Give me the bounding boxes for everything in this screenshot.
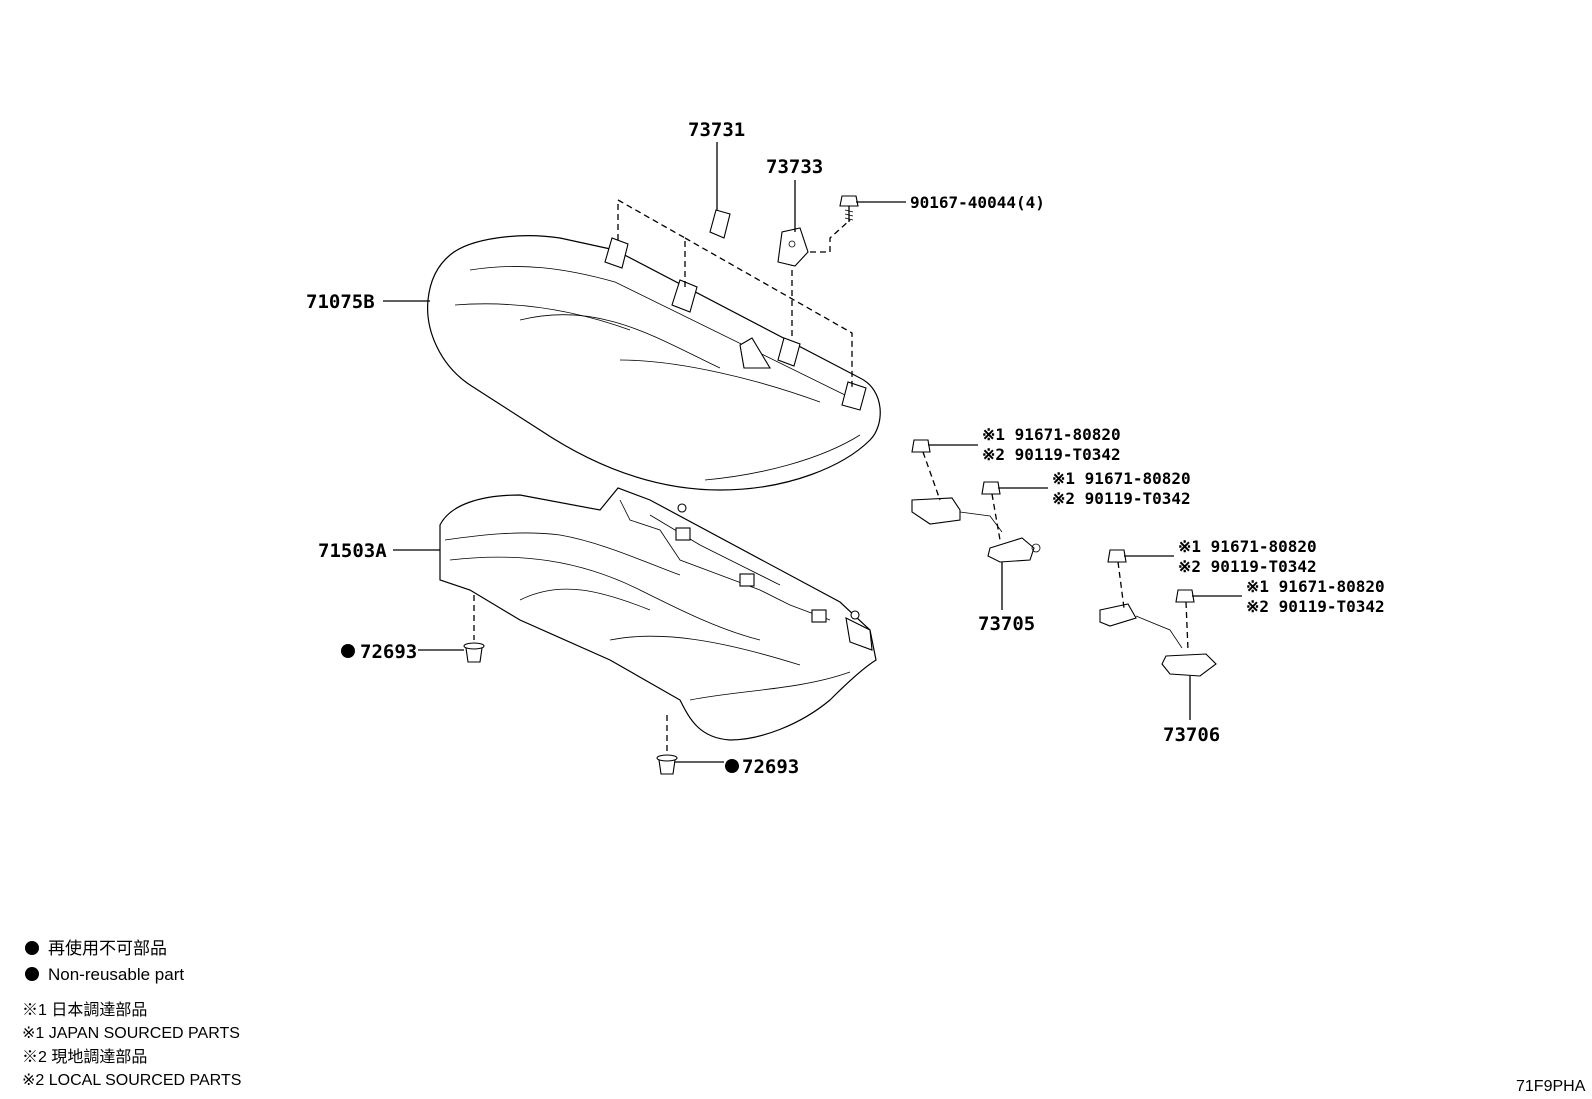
clip-72693-bottom[interactable] xyxy=(656,715,678,775)
nonreuse-dot-bottom xyxy=(725,759,739,773)
label-bolt-b2: ※2 90119-T0342 xyxy=(1052,489,1191,508)
hinge-73706[interactable] xyxy=(1099,603,1217,720)
nonreuse-dot-left xyxy=(341,644,355,658)
bolt-90167-40044[interactable] xyxy=(839,195,859,222)
label-71075b: 71075B xyxy=(306,291,375,313)
leader-lines xyxy=(383,142,1242,763)
seat-cushion[interactable] xyxy=(439,487,877,741)
bolt-73705-b[interactable] xyxy=(981,481,1001,541)
part-73733[interactable] xyxy=(777,227,809,267)
legend-note2-en: ※2 LOCAL SOURCED PARTS xyxy=(22,1072,241,1089)
legend-note1-jp: ※1 日本調達部品 xyxy=(22,1001,147,1019)
label-bolt-d1: ※1 91671-80820 xyxy=(1246,577,1385,596)
legend: 再使用不可部品 Non-reusable part ※1 日本調達部品 ※1 J… xyxy=(22,938,241,1089)
seat-back-dashed-guides xyxy=(617,198,853,390)
bolt-73705-a[interactable] xyxy=(911,439,941,501)
label-bolt-d2: ※2 90119-T0342 xyxy=(1246,597,1385,616)
bolt-73706-a[interactable] xyxy=(1107,549,1127,609)
legend-note2-jp: ※2 現地調達部品 xyxy=(22,1048,147,1066)
hinge-73705[interactable] xyxy=(911,497,1041,610)
label-90167-40044: 90167-40044(4) xyxy=(910,193,1045,212)
label-73733: 73733 xyxy=(766,156,823,178)
label-73705: 73705 xyxy=(978,613,1035,635)
label-71503a: 71503A xyxy=(318,540,387,562)
label-bolt-c1: ※1 91671-80820 xyxy=(1178,537,1317,556)
legend-dot-jp xyxy=(25,941,39,955)
clip-72693-left[interactable] xyxy=(463,595,485,663)
label-bolt-a1: ※1 91671-80820 xyxy=(982,425,1121,444)
label-72693-left: 72693 xyxy=(360,641,417,663)
label-bolt-b1: ※1 91671-80820 xyxy=(1052,469,1191,488)
label-72693-bottom: 72693 xyxy=(742,756,799,778)
legend-dot-en xyxy=(25,967,39,981)
part-73731[interactable] xyxy=(709,209,731,239)
legend-nonreuse-en: Non-reusable part xyxy=(48,965,184,984)
diagram-code: 71F9PHA xyxy=(1516,1078,1586,1095)
legend-note1-en: ※1 JAPAN SOURCED PARTS xyxy=(22,1025,240,1042)
label-bolt-c2: ※2 90119-T0342 xyxy=(1178,557,1317,576)
label-bolt-a2: ※2 90119-T0342 xyxy=(982,445,1121,464)
label-73706: 73706 xyxy=(1163,724,1220,746)
legend-nonreuse-jp: 再使用不可部品 xyxy=(48,938,167,958)
seat-back-cushion[interactable] xyxy=(427,235,881,491)
bolt-73706-b[interactable] xyxy=(1175,589,1195,651)
label-73731: 73731 xyxy=(688,119,745,141)
